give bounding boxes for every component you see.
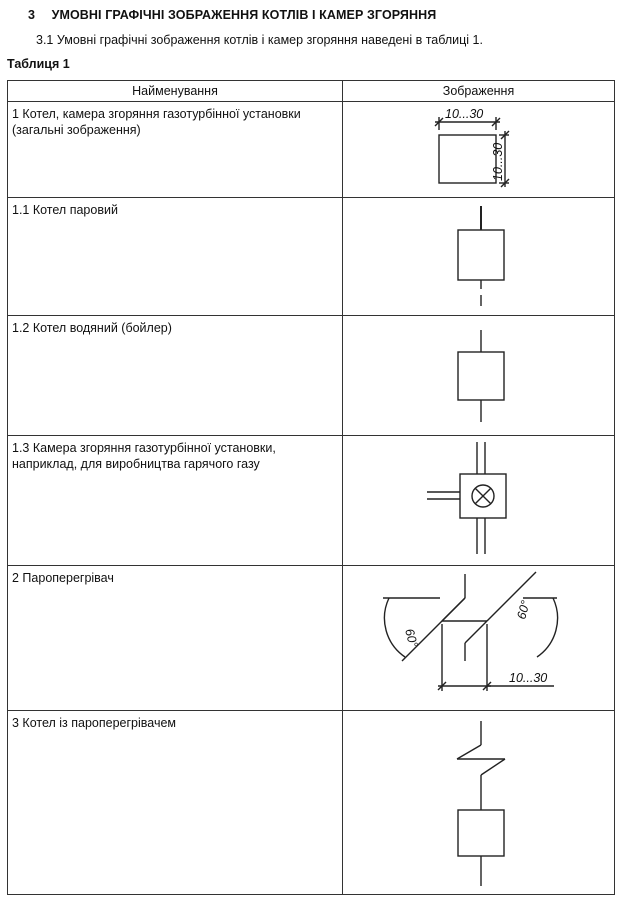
superheater-symbol: 60° 60° 10...30 xyxy=(383,571,559,691)
table-header-row: Найменування Зображення xyxy=(7,80,615,102)
row-image-cell xyxy=(342,197,615,316)
table-row: 1.2 Котел водяний (бойлер) xyxy=(7,315,615,436)
table-row: 1.3 Камера згоряння газотурбінної устано… xyxy=(7,435,615,566)
row-image-cell xyxy=(342,710,615,895)
row-name-line: 1 Котел, камера згоряння газотурбінної у… xyxy=(12,107,301,121)
row-name-cell: 1 Котел, камера згоряння газотурбінної у… xyxy=(7,101,343,198)
section-number: 3 xyxy=(28,8,36,22)
section-title: УМОВНІ ГРАФІЧНІ ЗОБРАЖЕННЯ КОТЛІВ І КАМЕ… xyxy=(51,8,437,22)
boiler-general-symbol: 10...30 10...30 xyxy=(434,107,510,188)
table-row: 1 Котел, камера згоряння газотурбінної у… xyxy=(7,101,615,198)
row-name-cell: 1.2 Котел водяний (бойлер) xyxy=(7,315,343,436)
row-name-line: 1.2 Котел водяний (бойлер) xyxy=(12,321,172,335)
column-header-name: Найменування xyxy=(7,80,343,102)
row-image-cell: 10...30 10...30 xyxy=(342,101,615,198)
row-name-line: 3 Котел із пароперегрівачем xyxy=(12,716,177,730)
combustion-circle-icon xyxy=(471,484,495,508)
column-header-image: Зображення xyxy=(342,80,615,102)
height-dimension-label: 10...30 xyxy=(491,143,505,181)
symbols-table: Найменування Зображення 1 Котел, камера … xyxy=(7,80,615,895)
row-name-line: наприклад, для виробництва гарячого газу xyxy=(12,457,260,471)
right-angle-label: 60° xyxy=(514,599,532,621)
steam-boiler-symbol xyxy=(457,206,505,306)
left-angle-label: 60° xyxy=(402,627,420,649)
row-image-cell xyxy=(342,315,615,436)
table-row: 2 Пароперегрівач xyxy=(7,565,615,711)
width-dimension-label: 10...30 xyxy=(445,107,483,121)
row-name-cell: 1.1 Котел паровий xyxy=(7,197,343,316)
row-image-cell xyxy=(342,435,615,566)
boiler-with-superheater-symbol xyxy=(456,721,506,886)
row-image-cell: 60° 60° 10...30 xyxy=(342,565,615,711)
table-row: 3 Котел із пароперегрівачем xyxy=(7,710,615,895)
water-boiler-symbol xyxy=(457,330,505,422)
row-name-line: (загальні зображення) xyxy=(12,123,141,137)
row-name-cell: 3 Котел із пароперегрівачем xyxy=(7,710,343,895)
row-name-line: 2 Пароперегрівач xyxy=(12,571,114,585)
combustion-chamber-symbol xyxy=(427,442,507,554)
table-caption: Таблиця 1 xyxy=(7,57,70,71)
row-name-cell: 2 Пароперегрівач xyxy=(7,565,343,711)
table-row: 1.1 Котел паровий xyxy=(7,197,615,316)
row-name-cell: 1.3 Камера згоряння газотурбінної устано… xyxy=(7,435,343,566)
section-heading: 3 УМОВНІ ГРАФІЧНІ ЗОБРАЖЕННЯ КОТЛІВ І КА… xyxy=(28,8,436,22)
intro-paragraph: 3.1 Умовні графічні зображення котлів і … xyxy=(36,33,483,47)
row-name-line: 1.3 Камера згоряння газотурбінної устано… xyxy=(12,441,276,455)
superheater-dimension-label: 10...30 xyxy=(509,671,547,685)
row-name-line: 1.1 Котел паровий xyxy=(12,203,118,217)
